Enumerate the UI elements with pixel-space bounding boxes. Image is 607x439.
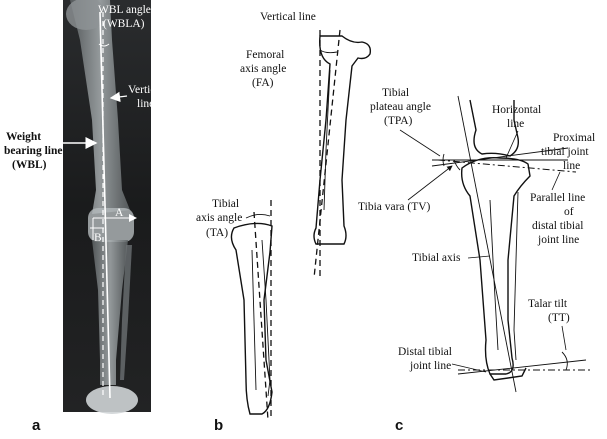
tibial-axis-pointer <box>467 255 491 259</box>
horizontal-pointer <box>505 130 519 159</box>
xray-tibia <box>92 240 128 385</box>
talar-tilt-arc <box>561 351 568 371</box>
talar-tilt-label-2: (TT) <box>548 312 570 324</box>
tibial-axis-angle-arc <box>245 213 271 219</box>
tibia-vara-label: Tibia vara (TV) <box>358 201 431 213</box>
tibia-c-outline <box>460 157 531 375</box>
xray-knee <box>88 208 134 242</box>
parallel-label-1: Parallel line <box>530 192 585 204</box>
tibia-vara-arc <box>453 159 461 171</box>
fibula-outline <box>261 239 271 397</box>
panel-letter-c: c <box>395 417 403 434</box>
distal-label-1: Distal tibial <box>398 346 452 358</box>
proximal-label-2: tibial joint <box>541 146 589 158</box>
tibia-c-canal <box>489 199 499 351</box>
tibial-axis-line <box>457 95 517 393</box>
wbla-label-2: (WBLA) <box>103 18 145 30</box>
parallel-label-4: joint line <box>537 234 579 246</box>
distal-tibial-joint-line <box>457 359 587 375</box>
xray-femur-head <box>66 0 106 30</box>
ta-label-1: Tibial <box>212 198 239 210</box>
horizontal-label-1: Horizontal <box>492 104 541 116</box>
panel-b: Vertical line Femoral axis angle (FA) Ti… <box>196 11 372 434</box>
tibial-axis-label: Tibial axis <box>412 252 461 264</box>
parallel-label-2: of <box>564 206 574 218</box>
talar-tilt-pointer <box>561 325 567 351</box>
xray-fibula <box>120 245 132 380</box>
label-a: A <box>115 207 124 219</box>
fibula-c-outline <box>513 191 519 361</box>
tpa-arrow <box>399 129 441 157</box>
xray-femur <box>70 0 130 214</box>
panel-letter-a: a <box>32 417 41 434</box>
panel-letter-b: b <box>214 417 223 434</box>
proximal-label-1: Proximal <box>553 132 595 144</box>
wbl-label-3: (WBL) <box>12 159 47 171</box>
ta-label-3: (TA) <box>206 227 228 239</box>
talar-tilt-label-1: Talar tilt <box>528 298 568 310</box>
vertical-line-label-2: line <box>137 98 154 110</box>
parallel-distal-joint-line <box>437 159 577 173</box>
wbl-angle-arc <box>98 43 110 47</box>
distal-pointer <box>451 363 487 373</box>
fa-label-1: Femoral <box>246 49 284 61</box>
tpa-label-1: Tibial <box>382 87 409 99</box>
tpa-arc <box>442 153 445 167</box>
distal-label-2: joint line <box>409 360 451 372</box>
panel-a: WBL angle (WBLA) Vertical line A B Weigh… <box>4 0 164 434</box>
femur-outline <box>313 35 372 245</box>
horizontal-label-2: line <box>507 118 524 130</box>
proximal-label-3: line <box>563 160 580 172</box>
tibia-axis-line <box>253 211 269 421</box>
vertical-line-arrow <box>109 91 128 103</box>
femoral-axis-angle-arc <box>319 49 338 54</box>
parallel-label-3: distal tibial <box>532 220 583 232</box>
parallel-pointer <box>551 171 561 191</box>
femoral-condyle-outline <box>469 99 520 157</box>
ta-label-2: axis angle <box>196 212 242 224</box>
label-b: B <box>94 232 102 244</box>
tibia-vara-arrow <box>407 165 453 201</box>
femur-canal <box>323 69 331 211</box>
wbl-label-2: bearing line <box>4 145 62 157</box>
wbla-label-1: WBL angle <box>98 4 151 16</box>
tibia-outline <box>230 222 273 415</box>
vertical-line-label-1: Vertical <box>128 84 164 96</box>
fa-label-2: axis angle <box>240 63 286 75</box>
femur-axis-line <box>313 29 341 279</box>
vertical-line-label-b: Vertical line <box>260 11 316 23</box>
fa-label-3: (FA) <box>252 77 274 89</box>
tpa-label-2: plateau angle <box>370 101 431 113</box>
talus-outline <box>489 367 527 381</box>
xray-foot <box>86 386 138 414</box>
wbl-label-1: Weight <box>6 131 41 143</box>
weight-bearing-line <box>99 11 111 399</box>
proximal-tibial-joint-line <box>431 147 569 167</box>
panel-c: Tibial plateau angle (TPA) Horizontal li… <box>358 87 595 434</box>
tpa-label-3: (TPA) <box>384 115 412 127</box>
tibia-canal <box>251 249 257 391</box>
